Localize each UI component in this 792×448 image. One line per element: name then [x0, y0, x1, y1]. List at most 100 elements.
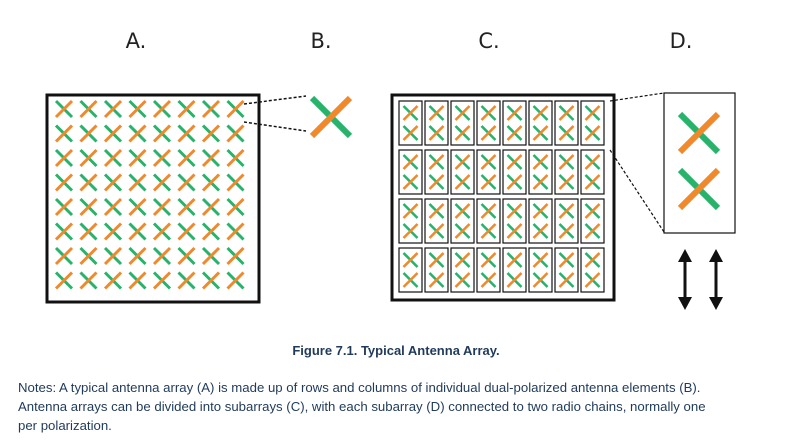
antenna-array-diagram: A. B. C. D.	[45, 29, 736, 310]
subarray-box	[398, 247, 423, 293]
dual-polarized-element-icon	[177, 271, 196, 290]
dual-polarized-element-icon	[226, 246, 245, 266]
dual-polarized-element-icon	[309, 95, 353, 139]
dual-polarized-element-icon	[480, 105, 497, 121]
dual-polarized-element-icon	[402, 125, 419, 141]
subarray-d-elements	[677, 111, 721, 211]
dual-polarized-element-icon	[584, 125, 601, 141]
dual-polarized-element-icon	[79, 173, 98, 192]
dual-polarized-element-icon	[128, 271, 147, 290]
dual-polarized-element-icon	[454, 223, 471, 239]
dual-polarized-element-icon	[226, 99, 245, 119]
dual-polarized-element-icon	[532, 223, 549, 239]
dual-polarized-element-icon	[152, 173, 172, 192]
subarray-box	[580, 247, 605, 293]
radio-chain-arrows	[678, 249, 723, 310]
dual-polarized-element-icon	[226, 173, 245, 192]
dual-polarized-element-icon	[79, 246, 98, 266]
dual-polarized-element-icon	[226, 271, 245, 290]
figure-caption: Figure 7.1. Typical Antenna Array.	[292, 343, 500, 358]
subarray-box	[528, 100, 553, 146]
dual-polarized-element-icon	[402, 203, 419, 219]
dual-polarized-element-icon	[402, 105, 419, 121]
dual-polarized-element-icon	[532, 174, 549, 190]
dual-polarized-element-icon	[103, 222, 123, 241]
dual-polarized-element-icon	[428, 154, 445, 170]
dual-polarized-element-icon	[177, 173, 196, 192]
dual-polarized-element-icon	[584, 203, 601, 219]
dual-polarized-element-icon	[79, 197, 98, 217]
dual-polarized-element-icon	[584, 105, 601, 121]
dual-polarized-element-icon	[54, 148, 74, 168]
dual-polarized-element-icon	[54, 222, 74, 241]
dual-polarized-element-icon	[558, 252, 575, 268]
subarray-box	[580, 100, 605, 146]
dual-polarized-element-icon	[226, 148, 245, 168]
dual-polarized-element-icon	[584, 174, 601, 190]
subarray-box	[528, 247, 553, 293]
subarray-box	[554, 100, 579, 146]
subarray-box	[554, 149, 579, 195]
dual-polarized-element-icon	[454, 203, 471, 219]
dual-polarized-element-icon	[201, 148, 221, 168]
dual-polarized-element-icon	[128, 222, 147, 241]
dual-polarized-element-icon	[480, 154, 497, 170]
dual-polarized-element-icon	[152, 99, 172, 119]
dual-polarized-element-icon	[532, 154, 549, 170]
zoom-line-b-top	[243, 95, 307, 105]
dual-polarized-element-icon	[428, 203, 445, 219]
dual-polarized-element-icon	[506, 203, 523, 219]
subarray-box	[450, 149, 475, 195]
dual-polarized-element-icon	[506, 272, 523, 288]
dual-polarized-element-icon	[201, 99, 221, 119]
dual-polarized-element-icon	[558, 125, 575, 141]
dual-polarized-element-icon	[152, 246, 172, 266]
dual-polarized-element-icon	[201, 124, 221, 143]
dual-polarized-element-icon	[428, 174, 445, 190]
subarray-box	[424, 198, 449, 244]
dual-polarized-element-icon	[506, 252, 523, 268]
dual-polarized-element-icon	[584, 154, 601, 170]
dual-polarized-element-icon	[177, 222, 196, 241]
dual-polarized-element-icon	[201, 271, 221, 290]
dual-polarized-element-icon	[79, 124, 98, 143]
notes-line: Antenna arrays can be divided into subar…	[18, 399, 706, 414]
dual-polarized-element-icon	[103, 148, 123, 168]
dual-polarized-element-icon	[79, 99, 98, 119]
dual-polarized-element-icon	[506, 174, 523, 190]
dual-polarized-element-icon	[480, 174, 497, 190]
dual-polarized-element-icon	[103, 271, 123, 290]
double-arrow-icon	[709, 249, 723, 310]
label-b: B.	[310, 29, 331, 53]
dual-polarized-element-icon	[584, 272, 601, 288]
dual-polarized-element-icon	[54, 271, 74, 290]
subarray-box	[398, 100, 423, 146]
subarray-box	[554, 198, 579, 244]
dual-polarized-element-icon	[506, 154, 523, 170]
double-arrow-icon	[678, 249, 692, 310]
dual-polarized-element-icon	[128, 197, 147, 217]
dual-polarized-element-icon	[128, 124, 147, 143]
dual-polarized-element-icon	[532, 105, 549, 121]
antenna-array-a	[45, 93, 261, 304]
dual-polarized-element-icon	[177, 246, 196, 266]
dual-polarized-element-icon	[152, 222, 172, 241]
dual-polarized-element-icon	[177, 124, 196, 143]
dual-polarized-element-icon	[558, 154, 575, 170]
dual-polarized-element-icon	[402, 223, 419, 239]
subarray-box	[398, 149, 423, 195]
dual-polarized-element-icon	[506, 125, 523, 141]
subarray-box	[424, 149, 449, 195]
subarray-box	[450, 100, 475, 146]
label-a: A.	[126, 29, 147, 53]
subarray-box	[424, 100, 449, 146]
dual-polarized-element-icon	[584, 252, 601, 268]
dual-polarized-element-icon	[128, 148, 147, 168]
dual-polarized-element-icon	[454, 105, 471, 121]
dual-polarized-element-icon	[558, 272, 575, 288]
dual-polarized-element-icon	[402, 174, 419, 190]
dual-polarized-element-icon	[558, 223, 575, 239]
subarray-box	[476, 149, 501, 195]
dual-polarized-element-icon	[480, 223, 497, 239]
zoom-line-d-top	[609, 92, 665, 102]
